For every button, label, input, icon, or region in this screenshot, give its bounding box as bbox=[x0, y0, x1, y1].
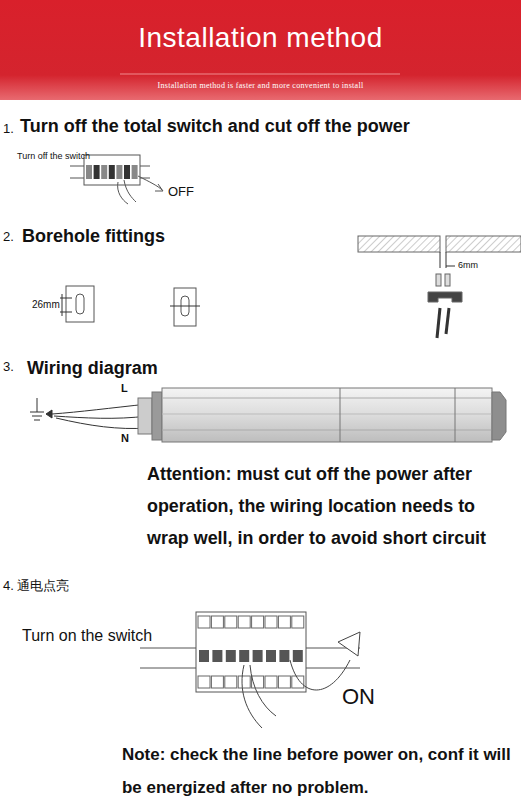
toggle bbox=[293, 650, 303, 662]
page-title: Installation method bbox=[0, 22, 521, 54]
dimension: 26mm bbox=[32, 299, 60, 311]
terminal bbox=[238, 616, 250, 628]
figure-caption: Turn on the switch bbox=[22, 626, 152, 645]
terminal bbox=[225, 616, 237, 628]
toggle bbox=[116, 165, 122, 179]
toggle bbox=[132, 165, 138, 179]
state-label: ON bbox=[342, 684, 375, 710]
header-band bbox=[0, 0, 521, 100]
bracket-back bbox=[170, 288, 200, 326]
terminal bbox=[211, 616, 223, 628]
toggle bbox=[239, 650, 249, 662]
header-band: Installation methodInstallation method i… bbox=[0, 0, 521, 100]
note: Note: check the line before power on, co… bbox=[122, 738, 518, 800]
step-heading: Turn off the total switch and cut off th… bbox=[20, 116, 410, 138]
toggle bbox=[226, 650, 236, 662]
step-number: 1. bbox=[3, 121, 14, 137]
subtitle: Installation method is faster and more c… bbox=[0, 81, 521, 90]
figure-caption: Turn off the switch bbox=[17, 151, 90, 162]
toggle bbox=[279, 650, 289, 662]
step-heading: Borehole fittings bbox=[22, 226, 165, 248]
toggle bbox=[212, 650, 222, 662]
attention-note: Attention: must cut off the power after … bbox=[147, 458, 519, 554]
breaker-small bbox=[70, 155, 163, 204]
toggle bbox=[101, 165, 107, 179]
toggle bbox=[124, 165, 130, 179]
wire-name: N bbox=[121, 432, 129, 445]
toggle bbox=[266, 650, 276, 662]
terminal bbox=[292, 616, 304, 628]
step-number: 2. bbox=[3, 229, 14, 245]
header-rule bbox=[120, 74, 400, 75]
toggle bbox=[253, 650, 263, 662]
toggle bbox=[199, 650, 209, 662]
terminal bbox=[278, 616, 290, 628]
terminal bbox=[198, 616, 210, 628]
wire-name: L bbox=[121, 382, 128, 395]
toggle bbox=[94, 165, 100, 179]
terminal bbox=[265, 616, 277, 628]
bracket-front bbox=[60, 286, 94, 322]
step-heading: 4. 通电点亮 bbox=[3, 578, 69, 594]
breaker-large bbox=[140, 612, 360, 728]
toggle bbox=[109, 165, 115, 179]
terminal bbox=[252, 616, 264, 628]
dimension: 6mm bbox=[458, 260, 478, 271]
tubular-motor bbox=[138, 388, 506, 442]
step-number: 3. bbox=[3, 359, 14, 375]
terminal bbox=[198, 676, 210, 688]
toggle bbox=[86, 165, 92, 179]
state-label: OFF bbox=[168, 184, 194, 200]
terminal bbox=[211, 676, 223, 688]
terminal bbox=[238, 676, 250, 688]
terminal bbox=[278, 676, 290, 688]
ceiling-mount bbox=[358, 236, 521, 338]
terminal bbox=[225, 676, 237, 688]
terminal bbox=[265, 676, 277, 688]
step-heading: Wiring diagram bbox=[27, 358, 158, 380]
ground-symbol bbox=[30, 398, 148, 429]
